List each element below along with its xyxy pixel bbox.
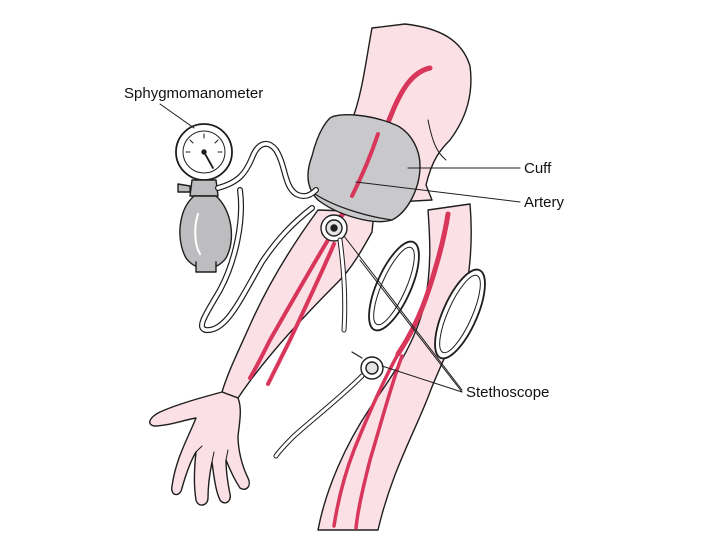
sphygmomanometer-gauge	[176, 124, 232, 180]
magnified-stethoscope-chestpiece	[352, 352, 383, 379]
inflation-bulb	[180, 196, 232, 269]
cuff-label: Cuff	[524, 161, 551, 176]
gauge-valve	[190, 180, 218, 196]
stethoscope-label: Stethoscope	[466, 385, 549, 400]
sphygmomanometer-label: Sphygmomanometer	[124, 86, 263, 101]
artery-label: Artery	[524, 195, 564, 210]
forearm	[222, 210, 374, 398]
stethoscope-chestpiece	[321, 215, 347, 241]
